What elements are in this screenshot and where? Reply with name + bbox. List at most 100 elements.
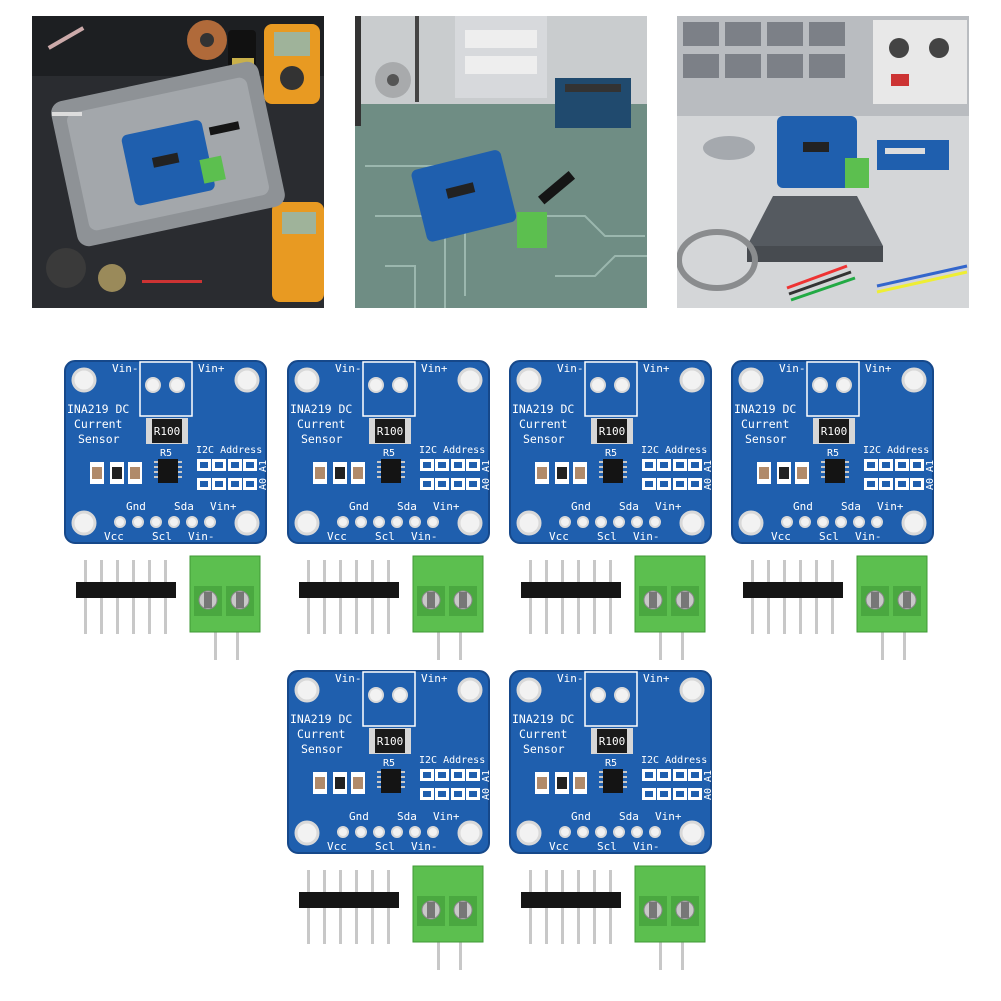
- vin-minus-top-label: Vin-: [557, 362, 584, 375]
- mounting-hole: [71, 367, 97, 393]
- mounting-hole: [679, 367, 705, 393]
- vcc-label: Vcc: [327, 840, 347, 853]
- vin-minus-bottom-label: Vin-: [188, 530, 215, 543]
- i2c-address-label: I2C Address: [863, 445, 929, 456]
- sda-label: Sda: [397, 810, 417, 823]
- vin-minus-top-label: Vin-: [779, 362, 806, 375]
- ina219-board: Vin- Vin+ INA219 DC Current Sensor R100 …: [731, 360, 936, 544]
- ina219-chip: [825, 459, 845, 483]
- mounting-hole: [516, 367, 542, 393]
- vin-plus-top-label: Vin+: [421, 362, 448, 375]
- sda-label: Sda: [619, 500, 639, 513]
- sda-label: Sda: [619, 810, 639, 823]
- gnd-label: Gnd: [793, 500, 813, 513]
- r5-label: R5: [605, 448, 617, 459]
- vin-minus-top-label: Vin-: [335, 672, 362, 685]
- scl-label: Scl: [597, 840, 617, 853]
- mounting-hole: [294, 677, 320, 703]
- mounting-hole: [738, 510, 764, 536]
- mounting-hole: [738, 367, 764, 393]
- a1-label: A1: [703, 460, 714, 472]
- vin-plus-top-label: Vin+: [421, 672, 448, 685]
- current-label: Current: [297, 417, 345, 431]
- pin-header: [299, 560, 399, 634]
- a0-label: A0: [703, 788, 714, 800]
- screw-terminal: [856, 555, 928, 660]
- shunt-label: R100: [154, 425, 181, 438]
- mounting-hole: [679, 677, 705, 703]
- mounting-hole: [457, 820, 483, 846]
- chip-name-label: INA219 DC: [512, 712, 574, 726]
- current-label: Current: [519, 417, 567, 431]
- vin-plus-bottom-label: Vin+: [655, 810, 682, 823]
- a1-label: A1: [481, 460, 492, 472]
- mounting-hole: [294, 820, 320, 846]
- i2c-address-label: I2C Address: [641, 755, 707, 766]
- mounting-hole: [457, 677, 483, 703]
- gnd-label: Gnd: [571, 500, 591, 513]
- a1-label: A1: [481, 770, 492, 782]
- r5-label: R5: [827, 448, 839, 459]
- current-label: Current: [519, 727, 567, 741]
- lab-stand-photo: [677, 16, 969, 308]
- mounting-hole: [71, 510, 97, 536]
- r5-label: R5: [160, 448, 172, 459]
- vin-minus-top-label: Vin-: [112, 362, 139, 375]
- i2c-address-label: I2C Address: [641, 445, 707, 456]
- pin-header: [76, 560, 176, 634]
- vin-plus-top-label: Vin+: [198, 362, 225, 375]
- vin-minus-bottom-label: Vin-: [411, 530, 438, 543]
- gnd-label: Gnd: [349, 810, 369, 823]
- mounting-hole: [457, 510, 483, 536]
- ina219-board: Vin- Vin+ INA219 DC Current Sensor R100 …: [287, 360, 492, 544]
- a0-label: A0: [258, 478, 269, 490]
- vin-plus-top-label: Vin+: [643, 672, 670, 685]
- vin-minus-top-label: Vin-: [335, 362, 362, 375]
- sensor-kit: Vin- Vin+ INA219 DC Current Sensor R100 …: [287, 360, 492, 660]
- mounting-hole: [234, 510, 260, 536]
- vin-plus-bottom-label: Vin+: [210, 500, 237, 513]
- ina219-board: Vin- Vin+ INA219 DC Current Sensor R100 …: [509, 360, 714, 544]
- vin-minus-bottom-label: Vin-: [411, 840, 438, 853]
- scl-label: Scl: [152, 530, 172, 543]
- scl-label: Scl: [375, 530, 395, 543]
- vcc-label: Vcc: [549, 840, 569, 853]
- gnd-label: Gnd: [126, 500, 146, 513]
- vcc-label: Vcc: [327, 530, 347, 543]
- sensor-label: Sensor: [301, 432, 343, 446]
- scl-label: Scl: [597, 530, 617, 543]
- sda-label: Sda: [397, 500, 417, 513]
- sda-label: Sda: [174, 500, 194, 513]
- screw-terminal: [412, 865, 484, 970]
- mounting-hole: [516, 510, 542, 536]
- scl-label: Scl: [375, 840, 395, 853]
- vin-plus-top-label: Vin+: [865, 362, 892, 375]
- ina219-board: Vin- Vin+ INA219 DC Current Sensor R100 …: [64, 360, 269, 544]
- current-label: Current: [741, 417, 789, 431]
- mounting-hole: [901, 367, 927, 393]
- current-label: Current: [297, 727, 345, 741]
- ina219-chip: [381, 769, 401, 793]
- mounting-hole: [679, 820, 705, 846]
- sensor-label: Sensor: [745, 432, 787, 446]
- screw-terminal: [189, 555, 261, 660]
- chip-name-label: INA219 DC: [290, 402, 352, 416]
- a0-label: A0: [481, 788, 492, 800]
- ina219-board: Vin- Vin+ INA219 DC Current Sensor R100 …: [509, 670, 714, 854]
- screw-terminal: [412, 555, 484, 660]
- pin-header: [521, 870, 621, 944]
- shunt-label: R100: [377, 735, 404, 748]
- pin-header: [743, 560, 843, 634]
- sensor-label: Sensor: [301, 742, 343, 756]
- vcc-label: Vcc: [104, 530, 124, 543]
- a1-label: A1: [925, 460, 936, 472]
- mounting-hole: [294, 510, 320, 536]
- vin-plus-bottom-label: Vin+: [433, 810, 460, 823]
- sensor-label: Sensor: [523, 742, 565, 756]
- ina219-board: Vin- Vin+ INA219 DC Current Sensor R100 …: [287, 670, 492, 854]
- workbench-dark-photo: [32, 16, 324, 308]
- mounting-hole: [679, 510, 705, 536]
- mounting-hole: [294, 367, 320, 393]
- sda-label: Sda: [841, 500, 861, 513]
- scl-label: Scl: [819, 530, 839, 543]
